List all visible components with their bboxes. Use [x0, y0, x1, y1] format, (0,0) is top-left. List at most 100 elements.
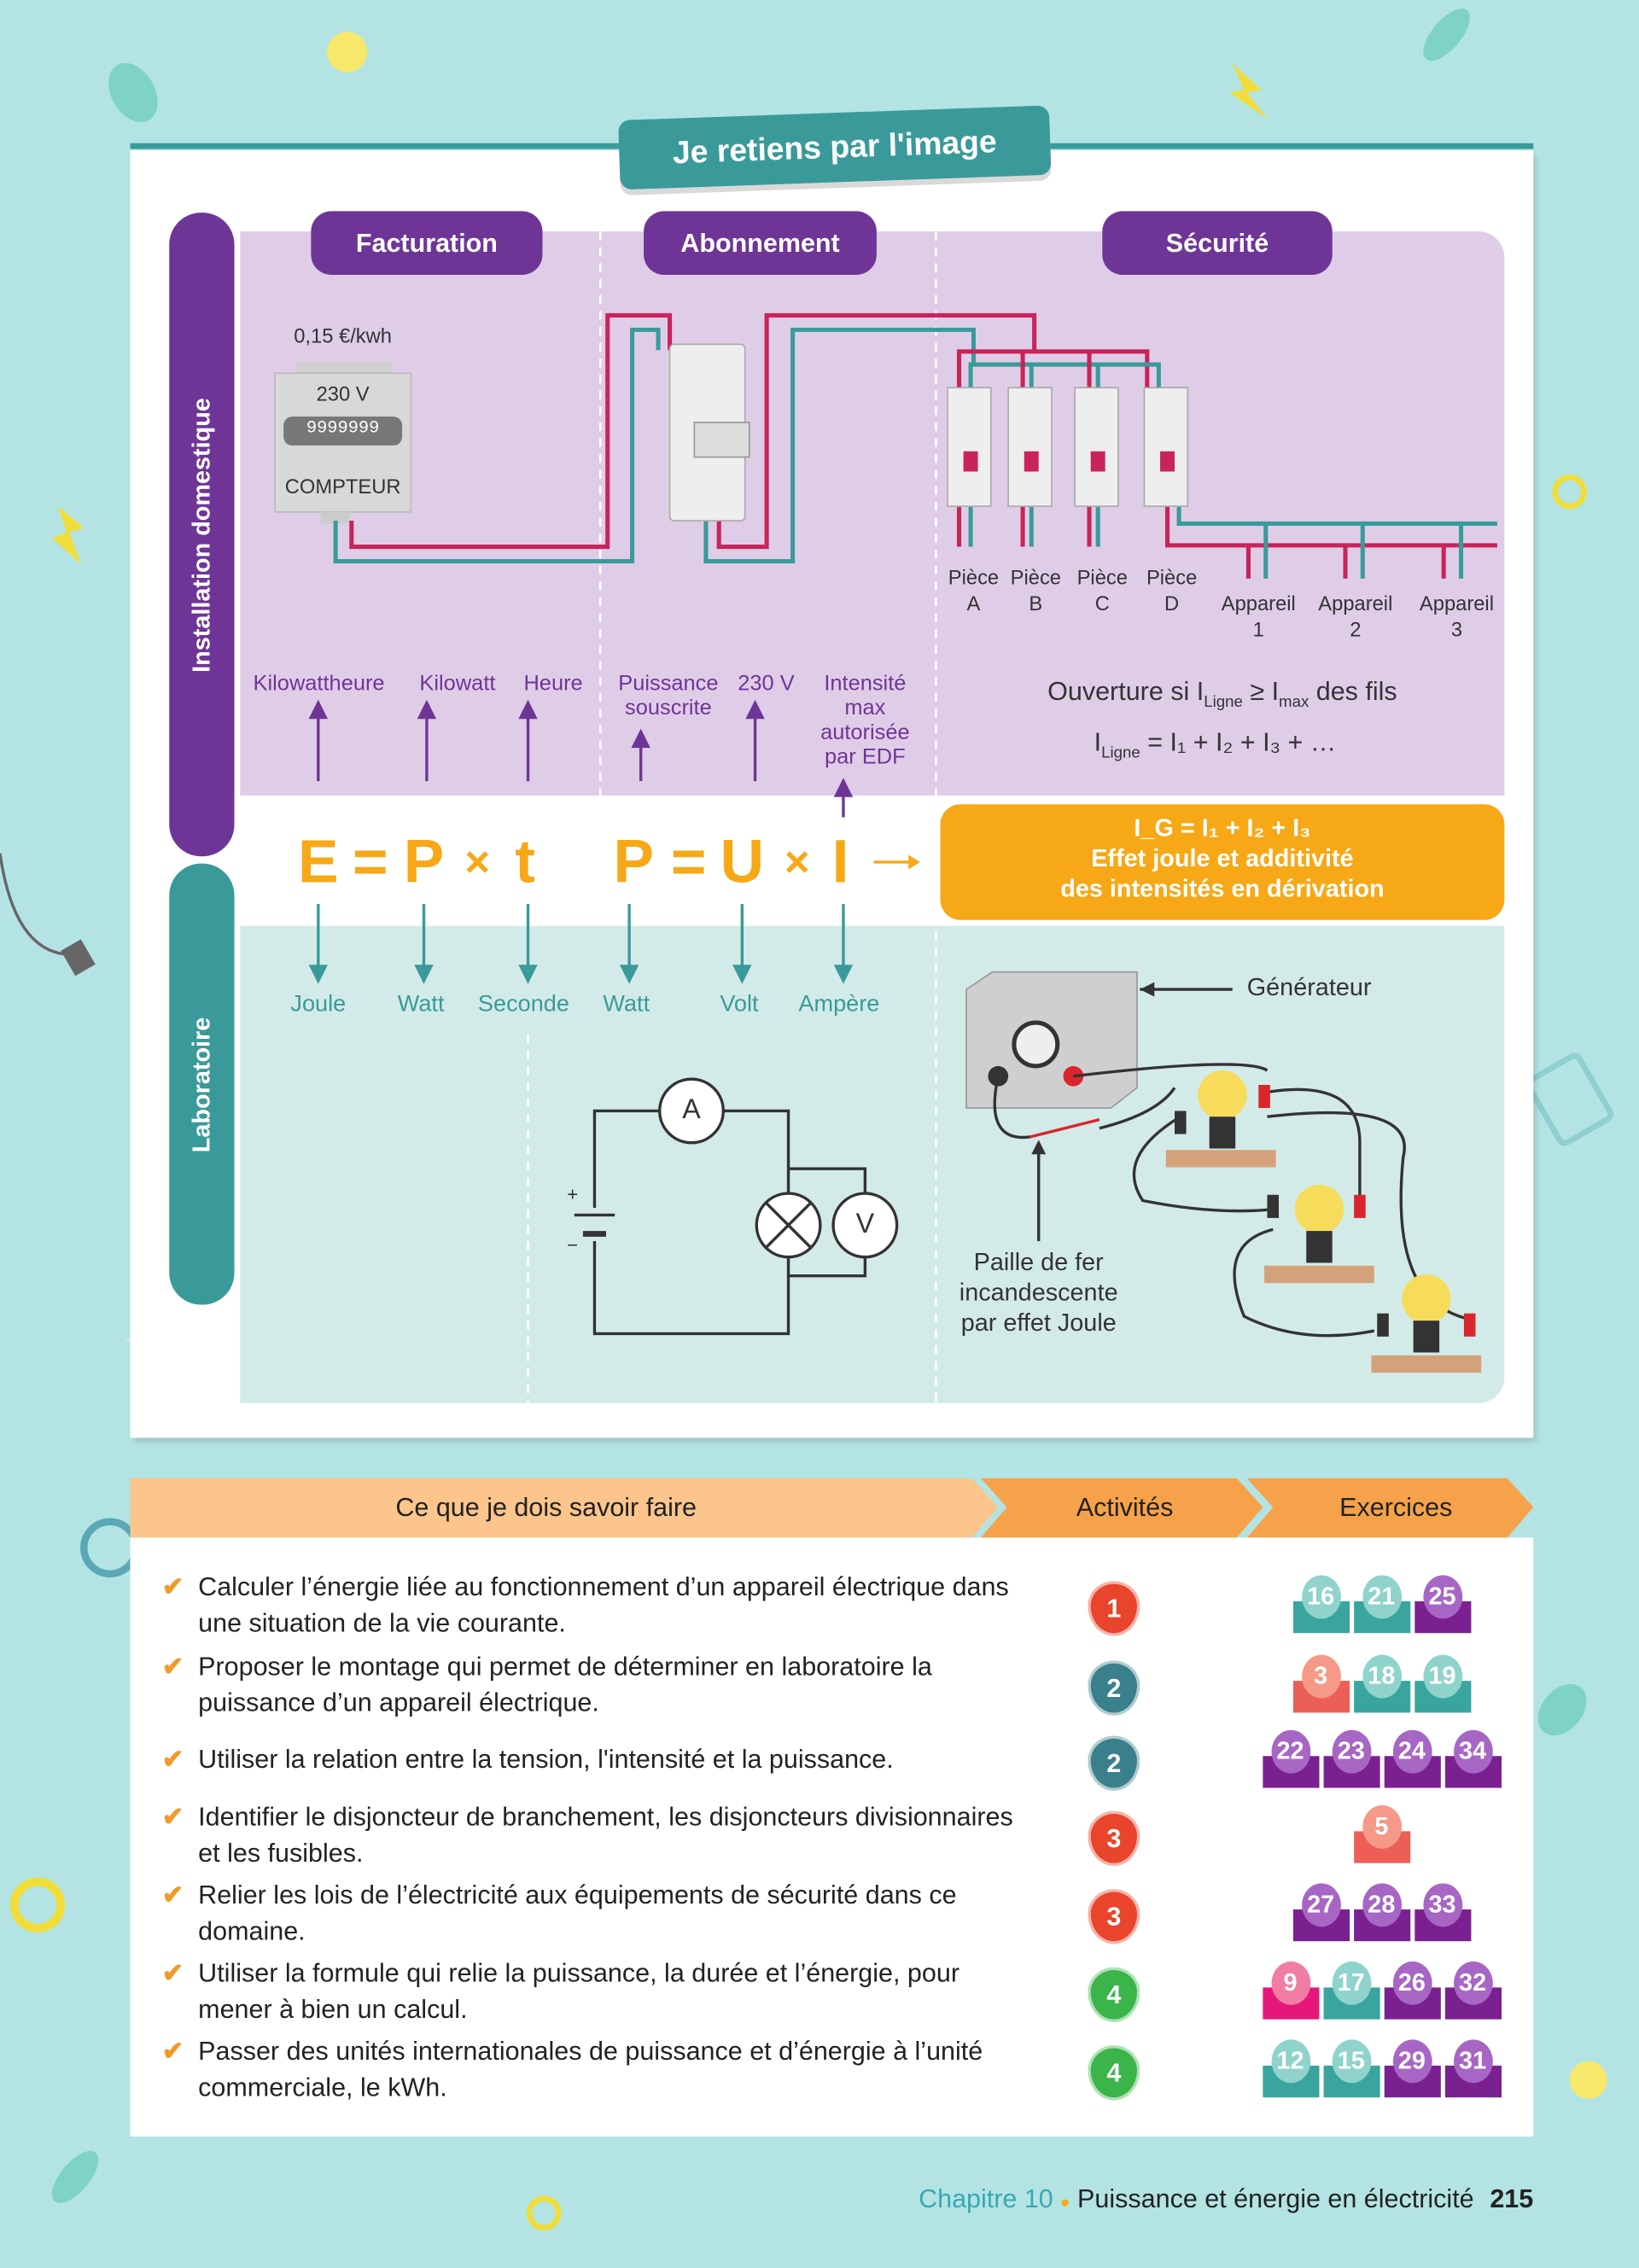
unit-ampere: Ampère — [798, 992, 880, 1017]
skill-row: ✔Identifier le disjoncteur de branchemen… — [162, 1799, 1016, 1872]
wires — [333, 312, 1497, 579]
formula-equals: = — [353, 827, 388, 895]
exercise-badge[interactable]: 29 — [1383, 2039, 1440, 2098]
exercise-badges: 9 17 26 32 — [1244, 1961, 1519, 2020]
exercise-badges: 22 23 24 34 — [1244, 1729, 1519, 1788]
header-activites: Activités — [1076, 1492, 1174, 1522]
exercise-badge[interactable]: 24 — [1383, 1729, 1440, 1788]
exercise-badge[interactable]: 32 — [1444, 1961, 1502, 2020]
pill-securite: Sécurité — [1102, 211, 1333, 275]
exercise-number: 17 — [1331, 1961, 1371, 2005]
ligne-current-sum: ILigne = I₁ + I₂ + I₃ + … — [1094, 727, 1337, 762]
formula-t: t — [515, 827, 536, 895]
unit-watt: Watt — [397, 992, 445, 1017]
formula-u: U — [720, 827, 765, 895]
exercise-badge[interactable]: 27 — [1292, 1883, 1350, 1942]
upward-arrows — [308, 699, 854, 818]
lamp-base — [1165, 1150, 1276, 1168]
exercise-number: 22 — [1270, 1729, 1310, 1774]
lightning-icon — [52, 506, 85, 564]
exercise-number: 19 — [1422, 1654, 1462, 1699]
exercise-badges: 27 28 33 — [1244, 1883, 1519, 1942]
skill-text: Identifier le disjoncteur de branchement… — [198, 1802, 1013, 1868]
exercise-badge[interactable]: 17 — [1322, 1961, 1379, 2020]
exercise-number: 24 — [1392, 1729, 1432, 1774]
formula-p2: P — [613, 827, 654, 895]
skill-row: ✔Utiliser la formule qui relie la puissa… — [162, 1956, 1016, 2028]
header-exercices: Exercices — [1339, 1492, 1453, 1522]
leaf-icon — [1423, 9, 1470, 61]
bulb-icon — [1198, 1070, 1247, 1120]
check-icon: ✔ — [161, 1958, 184, 1988]
exercise-number: 31 — [1453, 2039, 1492, 2084]
formula-times: × — [464, 838, 491, 887]
unit-kilowatt: Kilowatt — [419, 671, 496, 697]
lightning-icon — [1229, 63, 1268, 119]
exercise-badge[interactable]: 18 — [1353, 1654, 1410, 1713]
exercise-badge[interactable]: 5 — [1353, 1804, 1410, 1863]
ammeter-icon — [658, 1077, 725, 1145]
activity-badge[interactable]: 4 — [1088, 2045, 1140, 2101]
exercise-number: 28 — [1362, 1883, 1402, 1927]
exercise-badge[interactable]: 28 — [1353, 1883, 1410, 1942]
exercise-badge[interactable]: 26 — [1383, 1961, 1440, 2020]
electricity-price: 0,15 €/kwh — [294, 324, 392, 347]
exercise-badge[interactable]: 22 — [1262, 1729, 1319, 1788]
formula-times2: × — [784, 838, 810, 887]
unit-kilowattheure: Kilowattheure — [253, 671, 385, 697]
unit-volt: Volt — [720, 992, 759, 1017]
installation-panel — [240, 231, 1505, 796]
activity-badge[interactable]: 4 — [1088, 1967, 1140, 2023]
electric-meter — [274, 361, 412, 524]
header-exercices-bg — [1246, 1478, 1534, 1538]
skill-row: ✔Calculer l’énergie liée au fonctionneme… — [162, 1570, 1016, 1642]
exercise-badge[interactable]: 16 — [1292, 1575, 1350, 1634]
unit-seconde: Seconde — [477, 992, 569, 1017]
bulb-icon — [1402, 1274, 1451, 1324]
exercise-badge[interactable]: 3 — [1292, 1654, 1350, 1713]
header-savoir-bg — [130, 1478, 999, 1538]
header-savoir: Ce que je dois savoir faire — [395, 1492, 697, 1522]
formula-e: E — [298, 827, 339, 895]
activity-badge[interactable]: 1 — [1088, 1581, 1140, 1636]
activity-badge[interactable]: 2 — [1088, 1660, 1140, 1716]
effet-joule-box: I_G = I₁ + I₂ + I₃ Effet joule et additi… — [940, 804, 1505, 920]
formula-i: I — [831, 827, 849, 895]
exercise-badge[interactable]: 23 — [1322, 1729, 1379, 1788]
activity-badge[interactable]: 3 — [1088, 1889, 1140, 1944]
divisional-breakers — [947, 387, 1189, 507]
exercise-badges: 12 15 29 31 — [1244, 2039, 1519, 2098]
meter-label: COMPTEUR — [284, 474, 401, 498]
generator-knob-icon — [1012, 1020, 1060, 1069]
exercise-badge[interactable]: 25 — [1414, 1575, 1471, 1634]
check-icon: ✔ — [161, 2036, 184, 2066]
exercise-number: 5 — [1362, 1804, 1402, 1849]
exercise-number: 33 — [1422, 1883, 1462, 1927]
skill-text: Proposer le montage qui permet de déterm… — [198, 1652, 932, 1717]
exercise-badge[interactable]: 12 — [1262, 2039, 1319, 2098]
exercise-badge[interactable]: 34 — [1444, 1729, 1502, 1788]
dashed-separators — [527, 231, 937, 1403]
activity-badge[interactable]: 3 — [1088, 1810, 1140, 1867]
sun-icon — [9, 1877, 66, 1933]
exercise-badge[interactable]: 31 — [1444, 2039, 1502, 2098]
exercise-badge[interactable]: 15 — [1322, 2039, 1379, 2098]
unit-heure: Heure — [523, 671, 583, 697]
exercise-number: 26 — [1392, 1961, 1432, 2005]
exercise-badge[interactable]: 19 — [1414, 1654, 1471, 1713]
exercise-number: 29 — [1392, 2039, 1432, 2084]
exercise-badge[interactable]: 21 — [1353, 1575, 1410, 1634]
exercise-badge[interactable]: 33 — [1414, 1883, 1471, 1942]
check-icon: ✔ — [161, 1744, 184, 1774]
activity-badge[interactable]: 2 — [1088, 1735, 1140, 1791]
skill-row: ✔Proposer le montage qui permet de déter… — [162, 1649, 1016, 1722]
sun-icon — [1552, 474, 1587, 510]
exercise-number: 12 — [1270, 2039, 1310, 2084]
unit-intensite-max: Intensité max autorisée par EDF — [820, 671, 910, 770]
exercise-badge[interactable]: 9 — [1262, 1961, 1319, 2020]
installation-side-label: Installation domestique — [169, 213, 235, 857]
